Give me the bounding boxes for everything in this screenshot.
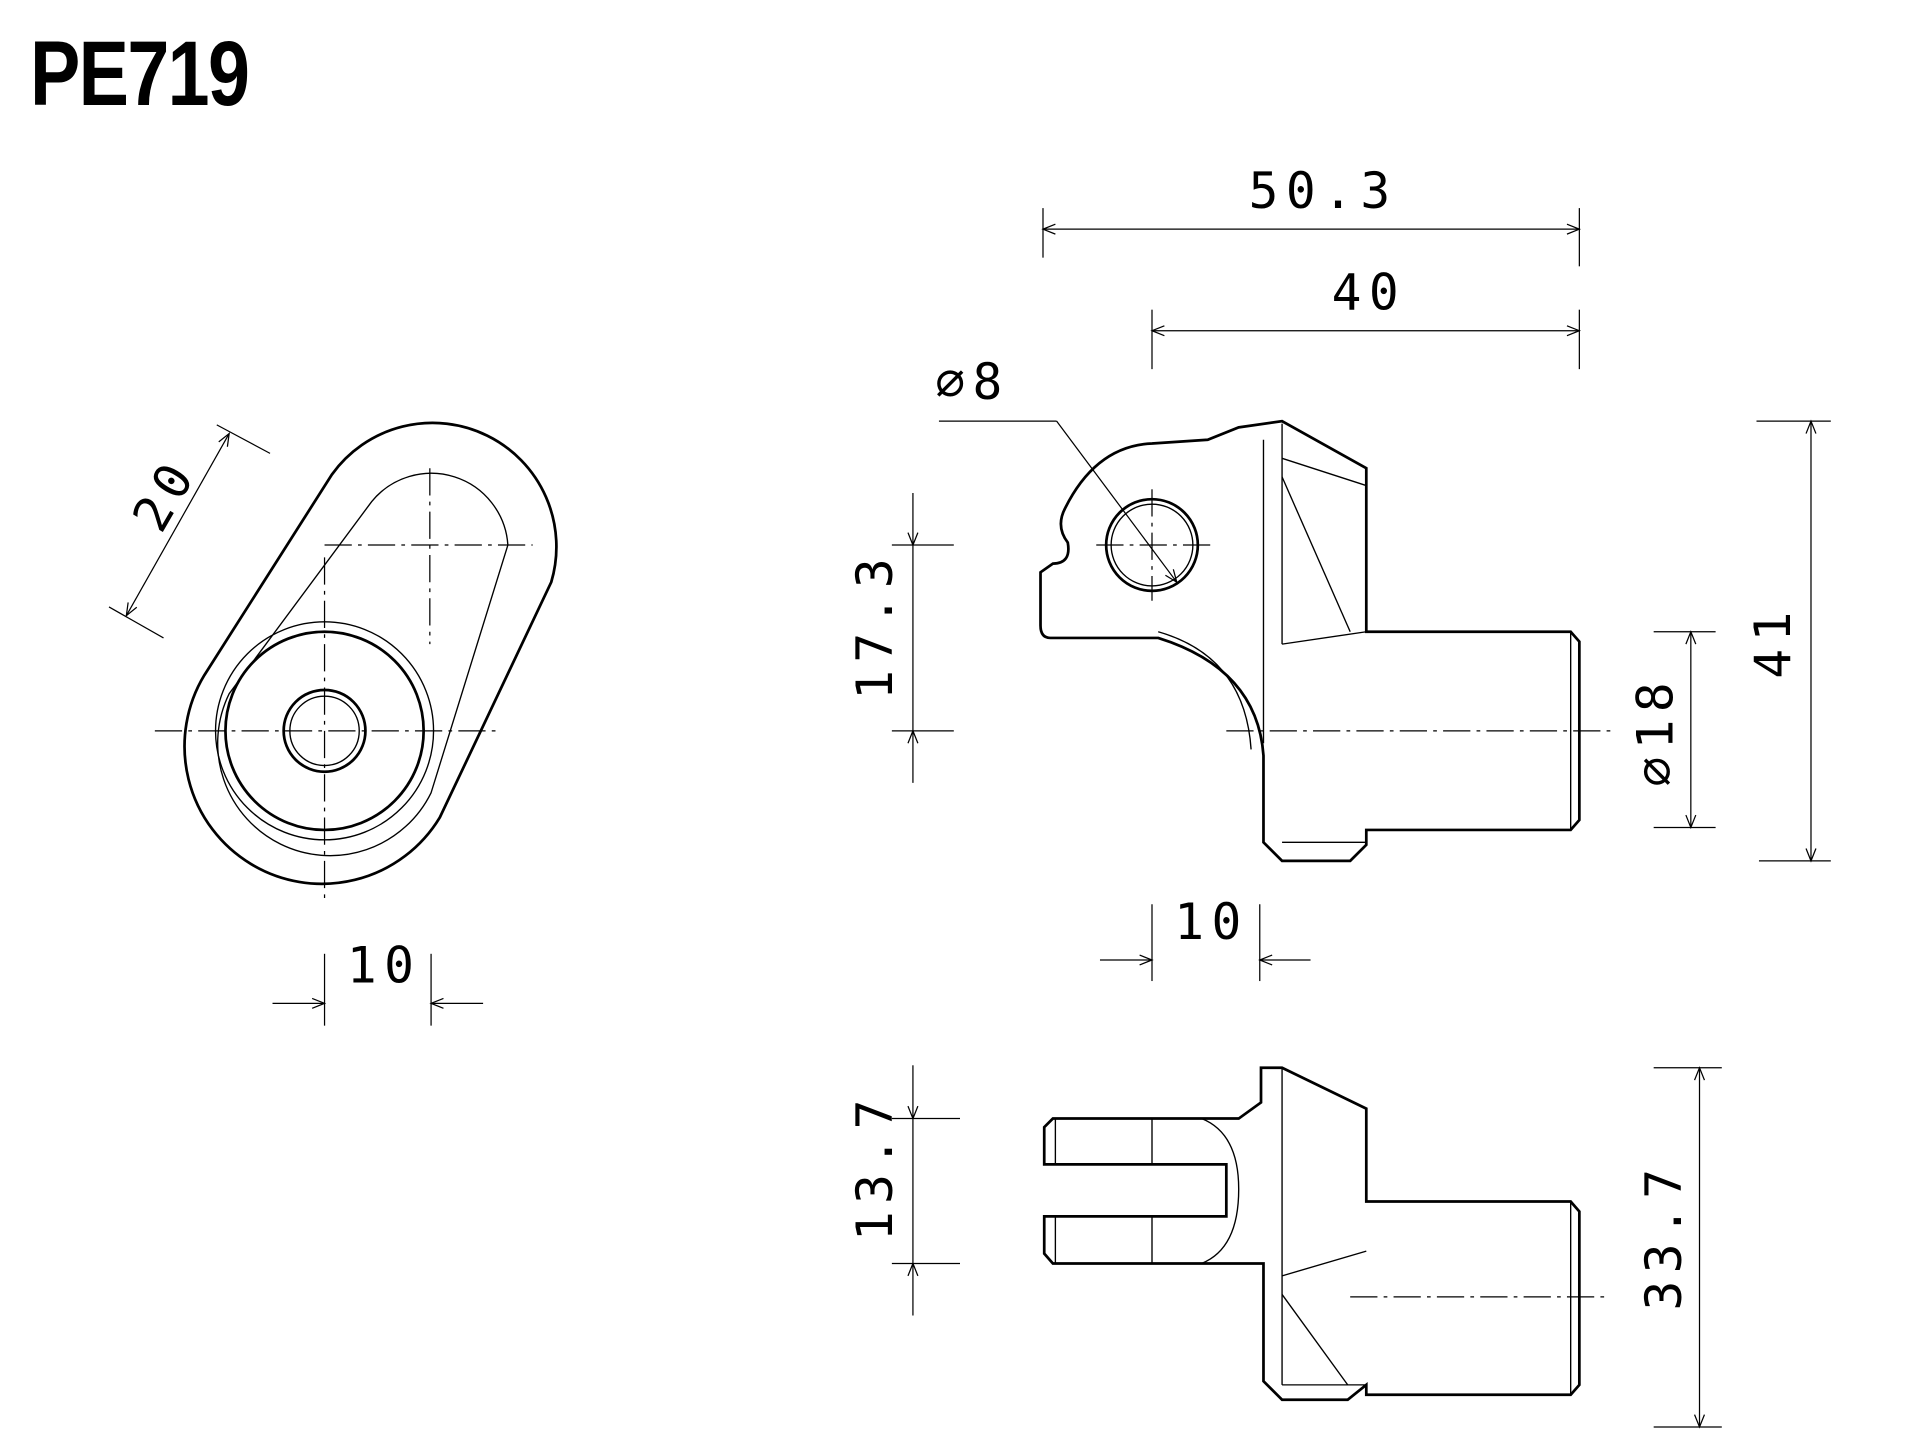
dim-length-40: 40	[1332, 264, 1407, 322]
top-view: 13.7 33.7	[846, 1065, 1722, 1429]
dim-slot-length: 20	[121, 448, 208, 542]
part-number-title: PE719	[30, 23, 250, 125]
dim-pin-diameter: ⌀18	[1626, 675, 1684, 787]
dim-bottom-height: 33.7	[1635, 1162, 1693, 1311]
dim-hole-diameter: ⌀8	[935, 353, 1010, 411]
dim-overall-height: 41	[1744, 604, 1802, 679]
dim-hole-height: 17.3	[846, 551, 904, 700]
dim-fork-width: 13.7	[846, 1092, 904, 1241]
dim-overall-length: 50.3	[1249, 162, 1398, 220]
dim-flange-offset: 10	[1174, 893, 1249, 951]
end-view: 20 10	[108, 421, 558, 1026]
dim-left-width: 10	[347, 936, 422, 994]
side-view: ⌀8 50.3 40 17.3 ⌀18 41 10	[846, 162, 1831, 982]
